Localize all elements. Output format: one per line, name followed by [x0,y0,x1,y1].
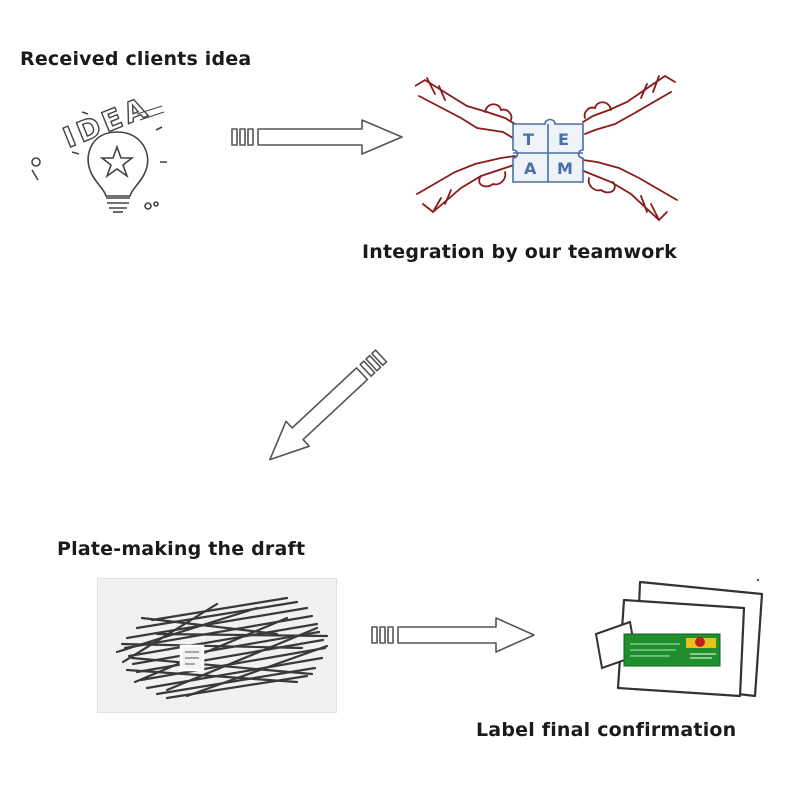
team-puzzle-hands-icon: T E A M [415,74,678,222]
team-letter-m: M [557,159,573,178]
flow-arrow-right-2 [371,617,535,653]
flow-arrow-down-left [269,349,388,461]
label-paper-icon [594,578,764,698]
flow-arrow-right-1 [231,119,403,155]
step-label-teamwork: Integration by our teamwork [362,241,677,263]
step-label-received-idea: Received clients idea [20,48,252,70]
team-letter-t: T [523,130,534,149]
idea-art-text: IDEA [59,92,155,155]
step-label-final-confirmation: Label final confirmation [476,719,737,741]
team-letter-e: E [558,130,569,149]
step-label-plate-making: Plate-making the draft [57,538,306,560]
draft-scribble-icon [97,578,337,713]
idea-lightbulb-icon: IDEA [31,92,167,213]
team-letter-a: A [524,159,537,178]
